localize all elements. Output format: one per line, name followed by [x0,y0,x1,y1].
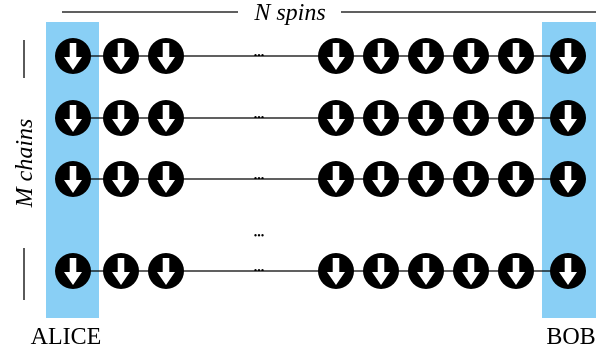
chain-2-ellipsis: ••• [254,113,265,124]
down-arrow-icon [112,166,130,193]
bob-label: BOB [546,324,595,350]
n-spins-label: N spins [253,0,325,26]
down-arrow-icon [157,258,175,285]
chain-1-spin-right-2 [363,38,399,74]
chain-M-spin-left-3 [148,253,184,289]
down-arrow-icon [507,258,525,285]
chain-3-spin-left-2 [103,161,139,197]
chain-3-spin-right-2 [363,161,399,197]
down-arrow-icon [372,166,390,193]
chain-2-spin-left-1 [55,100,91,136]
down-arrow-icon [372,43,390,70]
chain-M-spin-right-6 [550,253,586,289]
down-arrow-icon [462,43,480,70]
down-arrow-icon [417,105,435,132]
chain-2-spin-right-3 [408,100,444,136]
chain-1-spin-left-1 [55,38,91,74]
down-arrow-icon [327,105,345,132]
chain-1-spin-right-3 [408,38,444,74]
chain-2-spin-right-6 [550,100,586,136]
down-arrow-icon [157,43,175,70]
chain-2-spin-right-4 [453,100,489,136]
down-arrow-icon [462,258,480,285]
chain-M-spin-right-3 [408,253,444,289]
chain-3-spin-right-4 [453,161,489,197]
chain-1-spin-right-4 [453,38,489,74]
down-arrow-icon [112,105,130,132]
down-arrow-icon [64,43,82,70]
chain-3-spin-right-1 [318,161,354,197]
chain-2-spin-right-1 [318,100,354,136]
chain-M-spin-right-5 [498,253,534,289]
chain-1-spin-left-2 [103,38,139,74]
chain-M-spin-right-4 [453,253,489,289]
down-arrow-icon [559,166,577,193]
down-arrow-icon [327,43,345,70]
chain-3-spin-right-5 [498,161,534,197]
down-arrow-icon [64,166,82,193]
down-arrow-icon [64,105,82,132]
down-arrow-icon [112,258,130,285]
down-arrow-icon [559,43,577,70]
down-arrow-icon [507,166,525,193]
chain-M-spin-right-2 [363,253,399,289]
chain-M-spin-right-1 [318,253,354,289]
chain-1-spin-right-5 [498,38,534,74]
chain-M-ellipsis: ••• [254,266,265,277]
down-arrow-icon [112,43,130,70]
down-arrow-icon [372,105,390,132]
down-arrow-icon [157,166,175,193]
chain-2-spin-right-5 [498,100,534,136]
down-arrow-icon [417,166,435,193]
down-arrow-icon [559,258,577,285]
down-arrow-icon [157,105,175,132]
chain-3-spin-left-3 [148,161,184,197]
down-arrow-icon [507,43,525,70]
down-arrow-icon [462,105,480,132]
spin-chains: ••• ••• ••• ••• [55,38,586,289]
chain-3-spin-right-6 [550,161,586,197]
down-arrow-icon [327,258,345,285]
chain-3-spin-left-1 [55,161,91,197]
m-chains-label: M chains [12,119,38,209]
vertical-ellipsis: ••• [254,231,265,242]
chain-1-spin-left-3 [148,38,184,74]
down-arrow-icon [64,258,82,285]
chain-1-spin-right-1 [318,38,354,74]
down-arrow-icon [372,258,390,285]
down-arrow-icon [327,166,345,193]
chain-3-ellipsis: ••• [254,174,265,185]
down-arrow-icon [507,105,525,132]
chain-1-spin-right-6 [550,38,586,74]
down-arrow-icon [559,105,577,132]
alice-label: ALICE [31,324,102,350]
chain-2-spin-left-3 [148,100,184,136]
chain-2-spin-right-2 [363,100,399,136]
chain-M-spin-left-1 [55,253,91,289]
down-arrow-icon [417,43,435,70]
down-arrow-icon [462,166,480,193]
chain-M-spin-left-2 [103,253,139,289]
chain-3-spin-right-3 [408,161,444,197]
down-arrow-icon [417,258,435,285]
chain-1-ellipsis: ••• [254,51,265,62]
chain-2-spin-left-2 [103,100,139,136]
